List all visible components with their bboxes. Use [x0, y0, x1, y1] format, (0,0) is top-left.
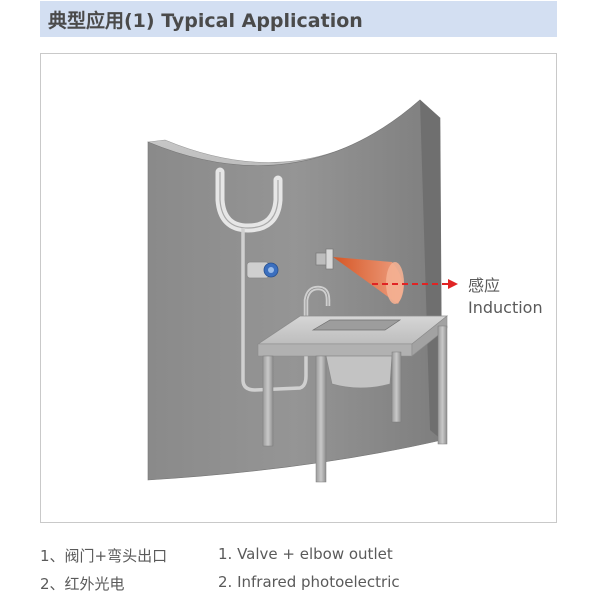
legend-item-en: 1. Valve + elbow outlet [218, 545, 393, 563]
valve [247, 262, 278, 278]
legend-item-en: 2. Infrared photoelectric [218, 573, 400, 591]
table-leg-back-right [392, 352, 401, 422]
table-leg-side-right [438, 326, 447, 444]
legend-item-cn: 1、阀门+弯头出口 [40, 545, 167, 566]
table-leg-front-left [263, 356, 273, 446]
induction-label-en: Induction [468, 297, 543, 319]
legend-item-cn: 2、红外光电 [40, 573, 125, 594]
table-leg-front-right [316, 356, 326, 482]
induction-label: 感应 Induction [468, 275, 543, 319]
induction-label-cn: 感应 [468, 275, 543, 297]
